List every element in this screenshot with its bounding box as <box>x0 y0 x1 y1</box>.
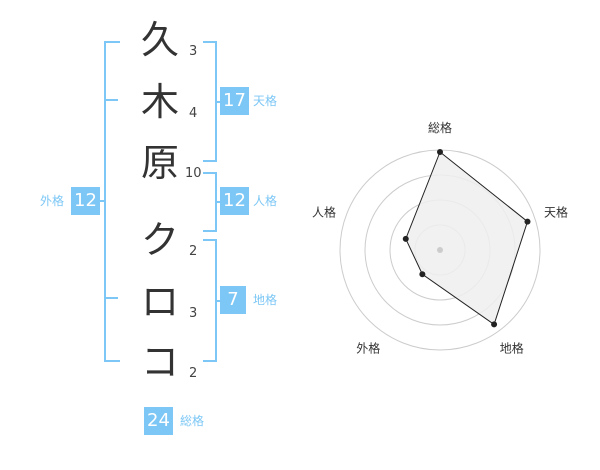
stroke-count-6: 2 <box>189 366 198 381</box>
jinkaku-value: 12 <box>220 187 249 215</box>
gaikaku-value: 12 <box>71 187 100 215</box>
chikaku-value: 7 <box>220 286 246 314</box>
radar-point-3 <box>491 321 498 328</box>
chikaku-connector <box>215 300 220 302</box>
chikaku-label: 地格 <box>253 293 278 307</box>
radar-point-1 <box>437 149 443 155</box>
jinkaku-label: 人格 <box>253 194 278 208</box>
stroke-count-2: 4 <box>189 106 198 121</box>
name-char-6: コ <box>140 340 179 384</box>
name-char-2: 木 <box>140 80 179 124</box>
radar-point-2 <box>524 218 531 225</box>
gaikaku-bracket-tick-2 <box>104 297 118 299</box>
name-char-5: ロ <box>140 280 179 324</box>
radar-axis-label-2: 天格 <box>544 204 568 219</box>
radar-polygon <box>405 151 529 326</box>
tenkaku-value: 17 <box>220 87 249 115</box>
name-char-3: 原 <box>140 141 179 185</box>
radar-point-4 <box>419 271 426 278</box>
tenkaku-connector <box>215 101 220 103</box>
jinkaku-connector <box>215 201 220 203</box>
radar-axis-label-1: 総格 <box>428 120 452 135</box>
name-char-4: ク <box>140 218 179 262</box>
soukaku-label: 総格 <box>180 414 205 428</box>
gaikaku-bracket <box>104 41 120 362</box>
stroke-count-1: 3 <box>189 44 198 59</box>
radar-center-dot <box>437 247 443 253</box>
radar-axis-label-4: 外格 <box>356 341 380 356</box>
gaikaku-label: 外格 <box>40 194 65 208</box>
radar-axis-label-3: 地格 <box>500 341 524 356</box>
stroke-count-5: 3 <box>189 306 198 321</box>
stroke-count-3: 10 <box>185 166 202 181</box>
stroke-count-4: 2 <box>189 244 198 259</box>
radar-point-5 <box>402 235 409 242</box>
name-char-1: 久 <box>140 18 179 62</box>
tenkaku-label: 天格 <box>253 94 278 108</box>
soukaku-value: 24 <box>144 407 173 435</box>
gaikaku-bracket-tick-1 <box>104 99 118 101</box>
gaikaku-connector <box>100 200 104 202</box>
radar-axis-label-5: 人格 <box>312 204 336 219</box>
